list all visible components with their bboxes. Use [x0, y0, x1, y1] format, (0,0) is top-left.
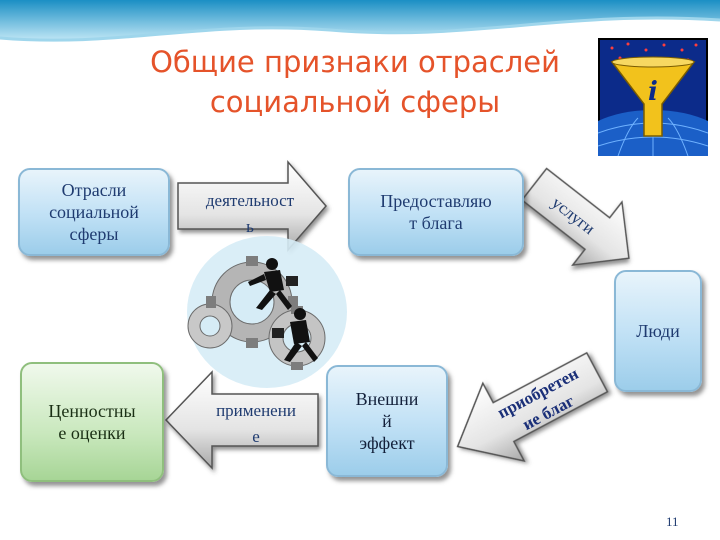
provides-line-1: Предоставляю	[380, 191, 492, 211]
sectors-node: Отрасли социальной сферы	[18, 168, 170, 256]
provides-line-2b: а	[454, 213, 463, 233]
application-label-1: применени	[216, 401, 296, 420]
external-line-2: й	[382, 411, 392, 431]
title-line-1: Общие признаки отраслей	[150, 45, 560, 79]
provides-line-2a: т благ	[409, 213, 455, 233]
external-effect-node: Внешни й эффект	[326, 365, 448, 477]
values-line-1: Ценностны	[48, 401, 136, 421]
title-line-2: социальной сферы	[209, 85, 501, 119]
activity-label-2: ь	[246, 217, 254, 236]
funnel-info-icon: i	[598, 38, 708, 156]
people-label: Люди	[636, 321, 680, 341]
activity-arrow: деятельност ь	[177, 159, 327, 253]
application-arrow: применени е	[164, 370, 319, 470]
application-label-2: е	[252, 427, 260, 446]
external-line-1: Внешни	[355, 389, 419, 409]
sectors-line-3: сферы	[69, 224, 119, 244]
external-line-3: эффект	[359, 433, 415, 453]
values-line-2: е оценки	[58, 423, 126, 443]
sectors-line-1: Отрасли	[61, 180, 127, 200]
people-node: Люди	[614, 270, 702, 392]
gears-runners-illustration	[187, 236, 347, 388]
value-assessments-node: Ценностны е оценки	[20, 362, 164, 482]
header-wave	[0, 0, 720, 42]
page-title: Общие признаки отраслей социальной сферы	[95, 42, 615, 122]
acquisition-arrow: приобретен ие благ	[456, 351, 609, 463]
provides-goods-node: Предоставляю т блага	[348, 168, 524, 256]
activity-label-1: деятельност	[206, 191, 295, 210]
svg-text:i: i	[648, 77, 658, 107]
page-number: 11	[666, 514, 679, 529]
provides-line-2: т блага	[380, 212, 491, 234]
sectors-line-2: социальной	[49, 202, 139, 222]
services-arrow: услуги	[520, 167, 630, 267]
